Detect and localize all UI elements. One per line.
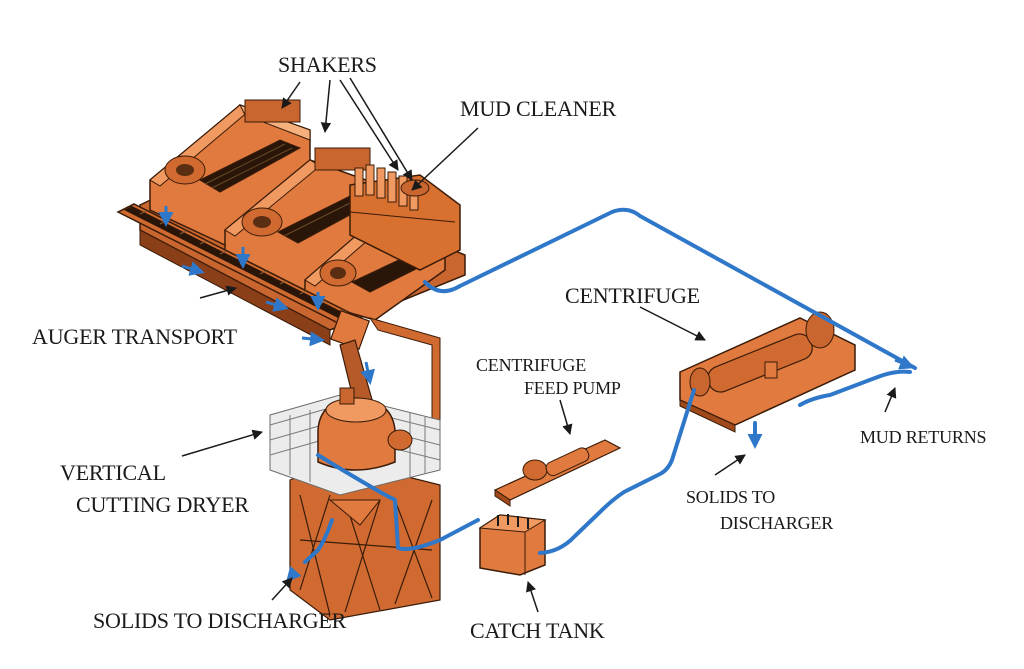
- dryer-solids-line: [303, 518, 334, 564]
- label-vertical-cutting-dryer-line2: CUTTING DRYER: [76, 492, 249, 517]
- label-centrifuge: CENTRIFUGE: [565, 283, 700, 308]
- label-solids-to-discharger-right-line1: SOLIDS TO: [686, 487, 776, 507]
- label-auger-transport: AUGER TRANSPORT: [32, 324, 237, 349]
- leader-arrow-icon: [181, 77, 897, 613]
- dryer-to-tank-line: [316, 453, 480, 551]
- catch-tank-to-pump-line: [538, 388, 696, 555]
- flow-lines: [303, 207, 917, 564]
- label-mud-cleaner: MUD CLEANER: [460, 96, 617, 121]
- centrifuge: [679, 311, 856, 433]
- shaker-1: [149, 99, 311, 246]
- feed-pump: [493, 439, 622, 507]
- label-vertical-cutting-dryer-line1: VERTICAL: [60, 460, 166, 485]
- label-centrifuge-feed-pump-line1: CENTRIFUGE: [476, 355, 586, 375]
- catch-tank: [478, 514, 547, 576]
- vertical-cutting-dryer: [269, 387, 441, 621]
- label-mud-returns: MUD RETURNS: [860, 427, 987, 447]
- centrifuge-return-line: [798, 369, 912, 407]
- label-shakers: SHAKERS: [278, 52, 377, 77]
- label-solids-to-discharger-left: SOLIDS TO DISCHARGER: [93, 608, 347, 633]
- label-catch-tank: CATCH TANK: [470, 618, 605, 643]
- label-centrifuge-feed-pump-line2: FEED PUMP: [524, 378, 621, 398]
- mud-returns-line: [423, 207, 917, 370]
- label-solids-to-discharger-right-line2: DISCHARGER: [720, 513, 834, 533]
- shaker-2: [224, 147, 381, 296]
